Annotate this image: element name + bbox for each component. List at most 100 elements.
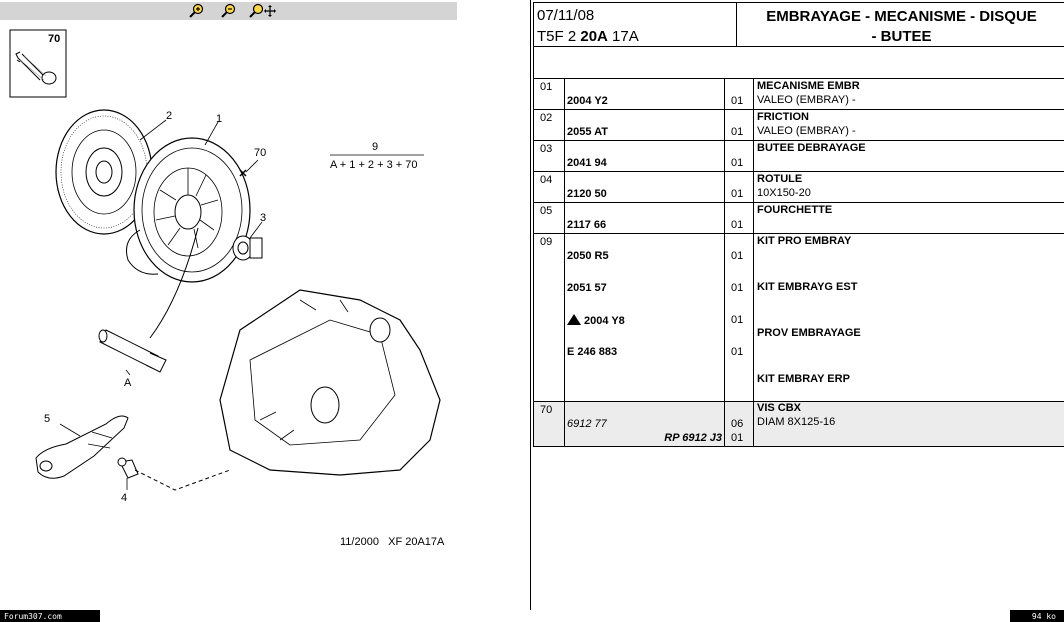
row-number: 02 xyxy=(533,109,565,141)
reference-cell: 2120 50 xyxy=(564,171,725,203)
qty: 01 xyxy=(731,126,744,138)
title-line-1: EMBRAYAGE - MECANISME - DISQUE xyxy=(766,8,1037,25)
reference[interactable]: 2050 R5 xyxy=(565,250,724,264)
reference[interactable]: E 246 883 xyxy=(565,346,724,360)
reference-text: 2117 66 xyxy=(567,219,607,231)
designation-cell: BUTEE DEBRAYAGE xyxy=(753,140,1064,172)
reference-rp[interactable]: RP 6912 J3 xyxy=(664,432,722,444)
callout-3: 3 xyxy=(260,212,267,224)
header-model-code: T5F 2 20A 17A xyxy=(537,28,639,45)
row-number-text: 09 xyxy=(540,236,553,248)
leader-70 xyxy=(245,159,259,173)
cross-70 xyxy=(239,169,247,177)
reference[interactable]: 2117 66 xyxy=(565,219,724,233)
callout-70-inset: 70 xyxy=(48,33,61,45)
qty: 01 xyxy=(731,314,744,326)
caption-date: 11/2000 xyxy=(340,536,379,548)
callout-1: 1 xyxy=(216,113,223,125)
row-number: 01 xyxy=(533,78,565,110)
row-number-text: 05 xyxy=(540,205,553,217)
reference[interactable]: 2004 Y8 xyxy=(565,314,724,328)
code-prefix: T5F 2 xyxy=(537,28,581,45)
reference-cell: 2050 R5 2051 57 2004 Y8 E 246 883 xyxy=(564,233,725,402)
row-number: 04 xyxy=(533,171,565,203)
parts-table: 01 2004 Y2 01 MECANISME EMBR VALEO (EMBRAY) … xyxy=(533,78,1064,447)
designation-cell: FOURCHETTE xyxy=(753,202,1064,234)
pressure-plate-drawing xyxy=(126,137,251,283)
row-number: 03 xyxy=(533,140,565,172)
release-bearing-drawing xyxy=(232,235,263,261)
reference[interactable]: 6912 77 xyxy=(567,418,607,430)
designation-cell: ROTULE 10X150-20 xyxy=(753,171,1064,203)
bolt-inset-box xyxy=(9,29,67,98)
file-size-label: 94 ko xyxy=(1031,612,1056,621)
callout-5: 5 xyxy=(44,413,51,425)
qty: 01 xyxy=(731,282,744,294)
designation-detail: 10X150-20 xyxy=(757,187,811,199)
qty: 01 xyxy=(731,250,744,262)
designation-detail xyxy=(757,218,1064,232)
row-number: 70 xyxy=(533,401,565,447)
zoom-out-icon[interactable] xyxy=(220,3,238,19)
row-number-text: 04 xyxy=(540,174,553,186)
reference-cell: 2117 66 xyxy=(564,202,725,234)
qty: 01 xyxy=(731,95,744,107)
reference-cell: 2004 Y2 xyxy=(564,78,725,110)
designation: KIT EMBRAYG EST xyxy=(757,281,858,293)
qty: 01 xyxy=(731,157,744,169)
diagram-panel: 70 2 1 70 3 5 4 A 9 A + 1 + 2 + 3 + 70 1… xyxy=(0,0,530,610)
callout-4: 4 xyxy=(121,492,128,504)
gearbox-housing-drawing xyxy=(134,289,441,491)
qty-cell: 01 xyxy=(724,202,754,234)
zoom-in-icon[interactable] xyxy=(188,3,206,19)
designation: MECANISME EMBR xyxy=(757,80,860,92)
reference[interactable]: 2004 Y2 xyxy=(565,95,724,109)
header-left-cell: 07/11/08 T5F 2 20A 17A xyxy=(534,3,737,46)
reference[interactable]: 2120 50 xyxy=(565,188,724,202)
guide-shaft-drawing xyxy=(98,227,199,373)
table-row[interactable]: 01 2004 Y2 01 MECANISME EMBR VALEO (EMBRAY) … xyxy=(533,78,1064,110)
callout-A: A xyxy=(124,377,132,389)
reference-text: 2004 Y8 xyxy=(584,315,625,327)
reference[interactable]: 2041 94 xyxy=(565,157,724,171)
ball-pivot-drawing xyxy=(117,457,139,479)
designation: ROTULE xyxy=(757,173,803,185)
row-number-text: 02 xyxy=(540,112,553,124)
designation-detail xyxy=(757,387,1064,401)
reference-cell: 2041 94 xyxy=(564,140,725,172)
reference-cell: 2055 AT xyxy=(564,109,725,141)
status-bar xyxy=(0,610,1064,622)
callout-9: 9 xyxy=(372,141,379,153)
kit-formula: A + 1 + 2 + 3 + 70 xyxy=(330,159,418,171)
site-label: Forum307.com xyxy=(4,612,62,621)
status-bar-right xyxy=(1010,610,1064,622)
designation-detail: VALEO (EMBRAY) - xyxy=(757,94,856,106)
header-spacer xyxy=(533,47,1064,78)
exploded-diagram xyxy=(9,29,441,491)
parts-header: 07/11/08 T5F 2 20A 17A EMBRAYAGE - MECAN… xyxy=(533,2,1064,47)
status-bar-left xyxy=(0,610,100,622)
fork-drawing xyxy=(35,415,129,479)
code-suffix: 17A xyxy=(607,28,639,45)
reference[interactable]: 2055 AT xyxy=(565,126,724,140)
clutch-disc-drawing xyxy=(55,109,153,235)
leader-2 xyxy=(139,119,167,141)
leader-5 xyxy=(59,423,81,437)
reference[interactable]: 2051 57 xyxy=(565,282,724,296)
designation: PROV EMBRAYAGE xyxy=(757,327,861,339)
row-number-text: 01 xyxy=(540,81,553,93)
zoom-move-icon[interactable] xyxy=(248,3,276,19)
qty-cell: 01 xyxy=(724,109,754,141)
designation-detail: VALEO (EMBRAY) - xyxy=(757,125,856,137)
qty: 06 xyxy=(731,418,744,430)
zoom-toolbar xyxy=(0,2,457,20)
